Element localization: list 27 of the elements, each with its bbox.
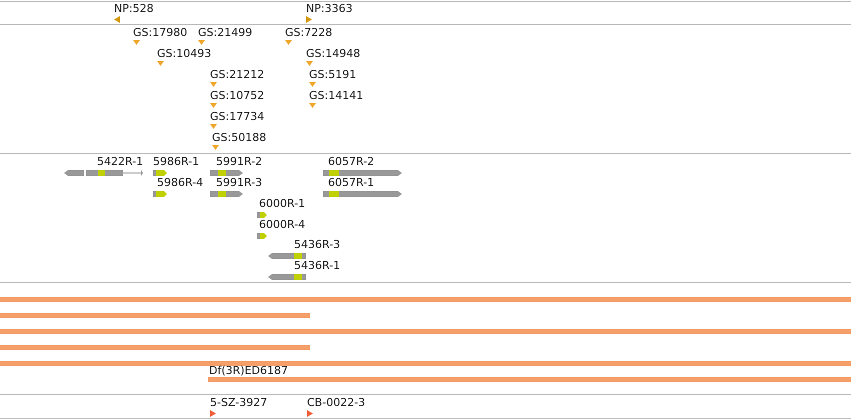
- feature-label: 5436R-3: [294, 238, 340, 251]
- feature-label: GS:7228: [285, 26, 332, 39]
- feature-label: 5-SZ-3927: [210, 396, 268, 409]
- feature-label: 5436R-1: [294, 259, 340, 272]
- feature-label: GS:10752: [210, 89, 264, 102]
- feature-label: 5991R-3: [216, 176, 262, 189]
- feature-label: 6057R-1: [328, 176, 374, 189]
- feature-label: 6057R-2: [328, 155, 374, 168]
- feature-label: GS:14948: [306, 47, 360, 60]
- feature-label: GS:5191: [309, 68, 356, 81]
- feature-label: CB-0022-3: [307, 396, 366, 409]
- feature-label: NP:3363: [306, 2, 353, 15]
- feature-label: GS:50188: [212, 131, 266, 144]
- feature-label: 5422R-1: [97, 155, 144, 168]
- feature-label: GS:21212: [210, 68, 264, 81]
- feature-label: GS:17734: [210, 110, 264, 123]
- feature-label: 5986R-1: [153, 155, 200, 168]
- feature-label: GS:10493: [157, 47, 212, 60]
- feature-label: Df(3R)ED6187: [209, 364, 288, 377]
- feature-label: 6000R-4: [259, 218, 306, 231]
- feature-label: GS:14141: [309, 89, 364, 102]
- feature-label: 5991R-2: [216, 155, 262, 168]
- feature-label: GS:17980: [133, 26, 188, 39]
- feature-label: 5986R-4: [157, 176, 204, 189]
- feature-label: 6000R-1: [259, 197, 306, 210]
- feature-label: NP:528: [114, 2, 154, 15]
- feature-label: GS:21499: [198, 26, 252, 39]
